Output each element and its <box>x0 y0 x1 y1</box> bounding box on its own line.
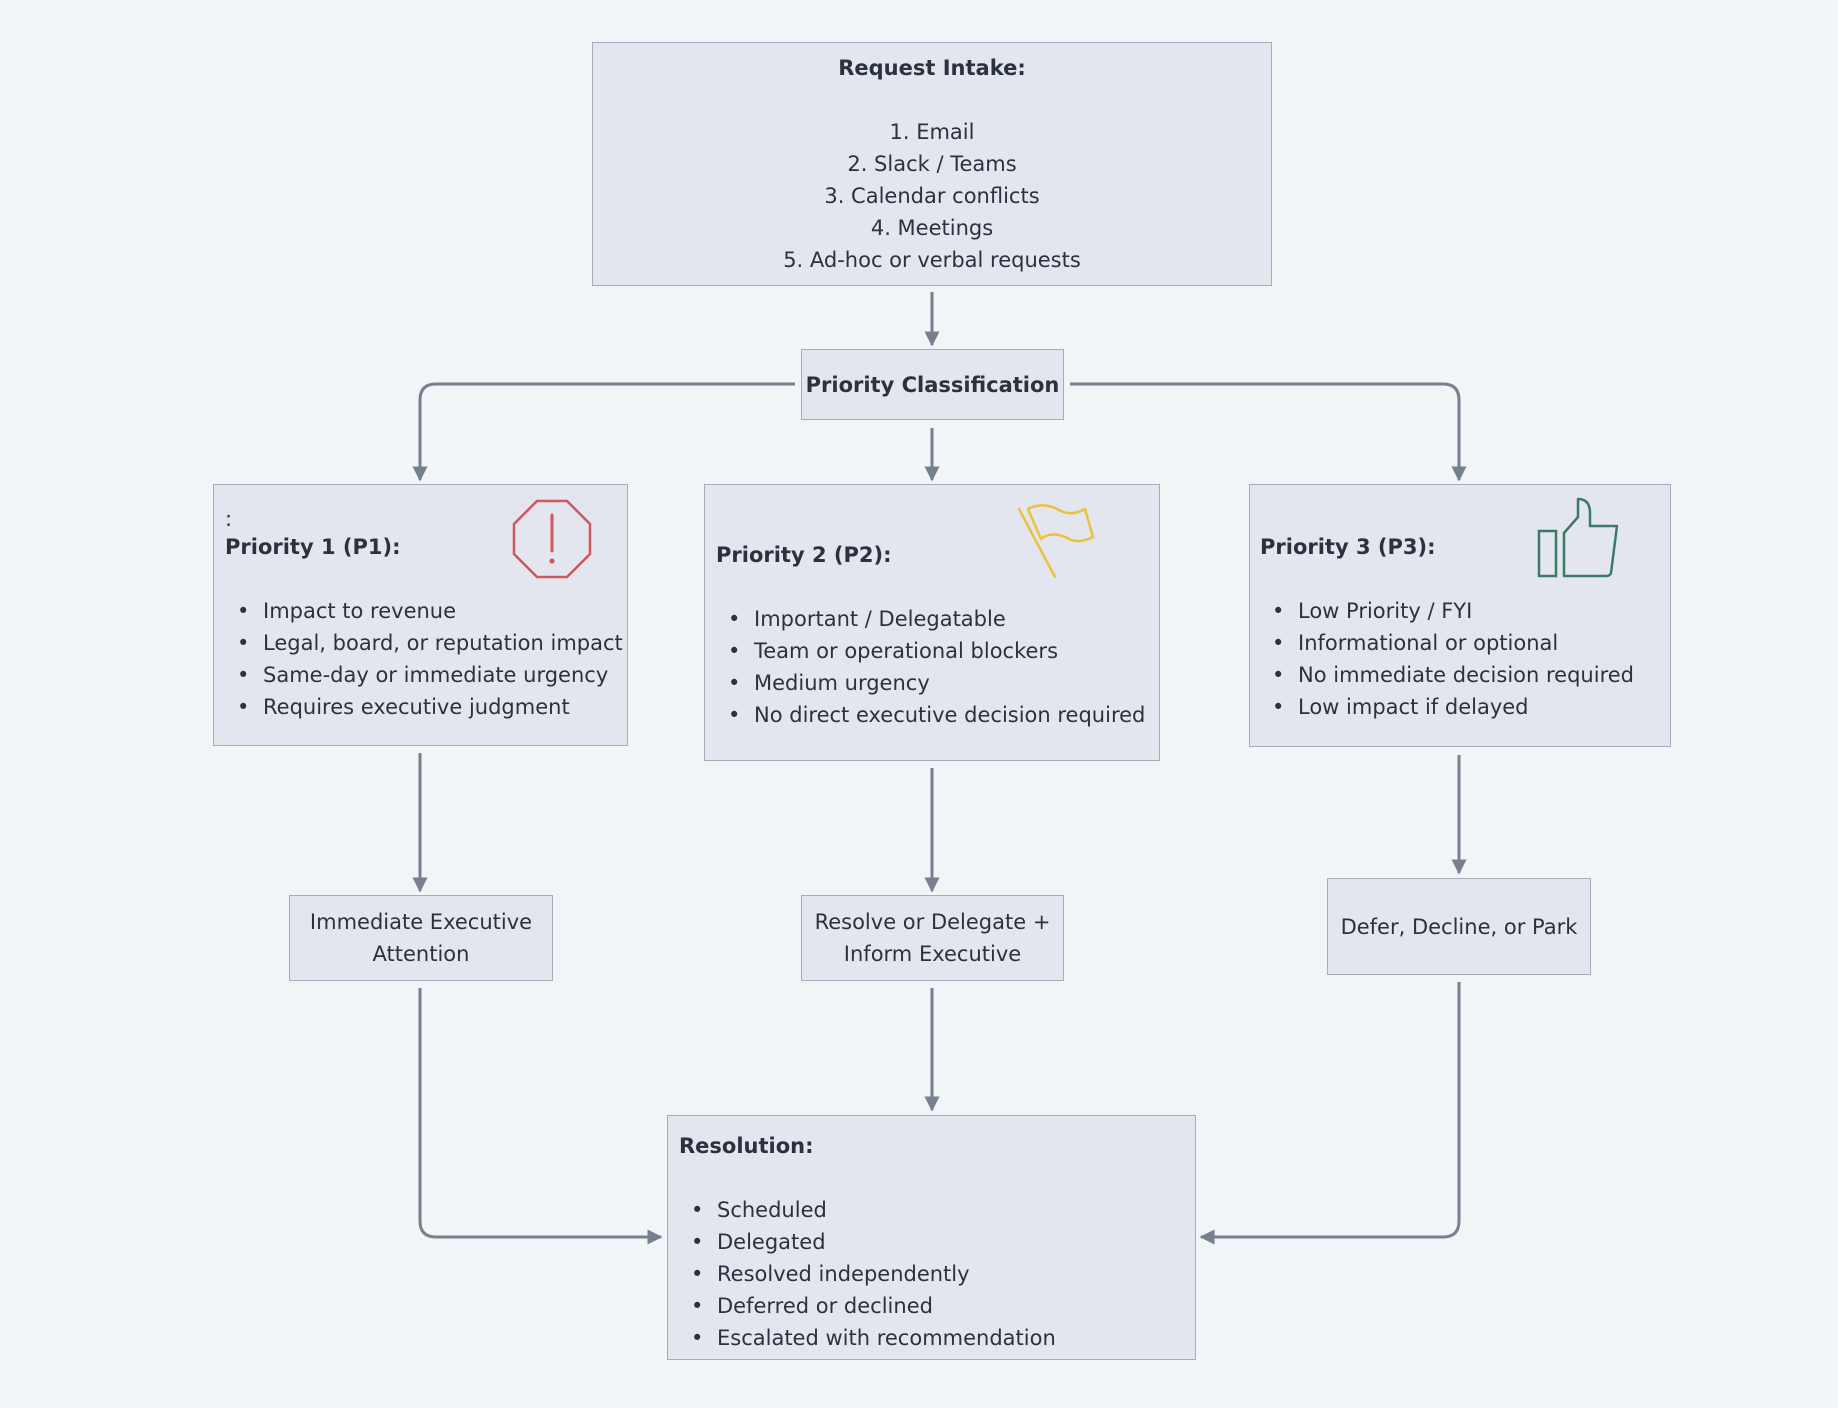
intake-item: 4. Meetings <box>870 216 994 240</box>
priority-classification-label: Priority Classification <box>805 372 1060 397</box>
list-item: Requires executive judgment <box>237 691 627 723</box>
priority-1-title: Priority 1 (P1): <box>225 535 401 559</box>
request-intake-title: Request Intake: <box>838 56 1026 80</box>
list-item: Scheduled <box>691 1194 1195 1226</box>
list-item: Deferred or declined <box>691 1290 1195 1322</box>
intake-item: 2. Slack / Teams <box>847 152 1017 176</box>
p1-action-line: Immediate Executive <box>309 910 533 934</box>
p2-action-line: Inform Executive <box>843 942 1022 966</box>
priority-2-title: Priority 2 (P2): <box>716 543 892 567</box>
resolution-box: Resolution: Scheduled Delegated Resolved… <box>667 1115 1196 1360</box>
intake-item: 5. Ad-hoc or verbal requests <box>783 248 1081 272</box>
request-intake-box: Request Intake: 1. Email 2. Slack / Team… <box>592 42 1272 286</box>
flag-icon <box>1017 504 1095 579</box>
resolution-outcome-list: Scheduled Delegated Resolved independent… <box>679 1194 1195 1354</box>
list-item: Impact to revenue <box>237 595 627 627</box>
thumbs-up-icon <box>1537 497 1619 578</box>
connector-p3-action-to-resolution <box>1199 982 1461 1245</box>
priority-classification-box: Priority Classification <box>801 349 1064 420</box>
list-item: Low Priority / FYI <box>1272 595 1670 627</box>
p1-action-line: Attention <box>372 942 470 966</box>
p3-action-box: Defer, Decline, or Park <box>1327 878 1591 975</box>
p2-action-line: Resolve or Delegate + <box>814 910 1051 934</box>
p3-action-label: Defer, Decline, or Park <box>1340 914 1578 939</box>
p1-action-box: Immediate Executive Attention <box>289 895 553 981</box>
priority-2-criteria-list: Important / Delegatable Team or operatio… <box>716 603 1159 731</box>
list-item: Delegated <box>691 1226 1195 1258</box>
priority-1-prefix: : <box>225 507 233 531</box>
connector-classification-to-p3 <box>1070 382 1467 482</box>
list-item: Escalated with recommendation <box>691 1322 1195 1354</box>
priority-1-box: : Priority 1 (P1): Impact to revenue Leg… <box>213 484 628 746</box>
resolution-title: Resolution: <box>679 1134 814 1158</box>
list-item: Same-day or immediate urgency <box>237 659 627 691</box>
priority-3-title: Priority 3 (P3): <box>1260 535 1436 559</box>
intake-item: 1. Email <box>889 120 975 144</box>
request-intake-list: 1. Email 2. Slack / Teams 3. Calendar co… <box>783 116 1081 276</box>
connector-p1-action-to-resolution <box>418 988 663 1245</box>
list-item: Legal, board, or reputation impact <box>237 627 627 659</box>
list-item: Team or operational blockers <box>728 635 1159 667</box>
p2-action-box: Resolve or Delegate + Inform Executive <box>801 895 1064 981</box>
list-item: No direct executive decision required <box>728 699 1159 731</box>
priority-3-criteria-list: Low Priority / FYI Informational or opti… <box>1260 595 1670 723</box>
priority-1-criteria-list: Impact to revenue Legal, board, or reput… <box>225 595 627 723</box>
list-item: No immediate decision required <box>1272 659 1670 691</box>
list-item: Medium urgency <box>728 667 1159 699</box>
list-item: Important / Delegatable <box>728 603 1159 635</box>
priority-3-box: Priority 3 (P3): Low Priority / FYI Info… <box>1249 484 1671 747</box>
connector-classification-to-p1 <box>412 382 795 482</box>
stop-alert-icon <box>512 499 592 579</box>
intake-item: 3. Calendar conflicts <box>824 184 1040 208</box>
list-item: Informational or optional <box>1272 627 1670 659</box>
list-item: Resolved independently <box>691 1258 1195 1290</box>
priority-2-box: Priority 2 (P2): Important / Delegatable… <box>704 484 1160 761</box>
list-item: Low impact if delayed <box>1272 691 1670 723</box>
